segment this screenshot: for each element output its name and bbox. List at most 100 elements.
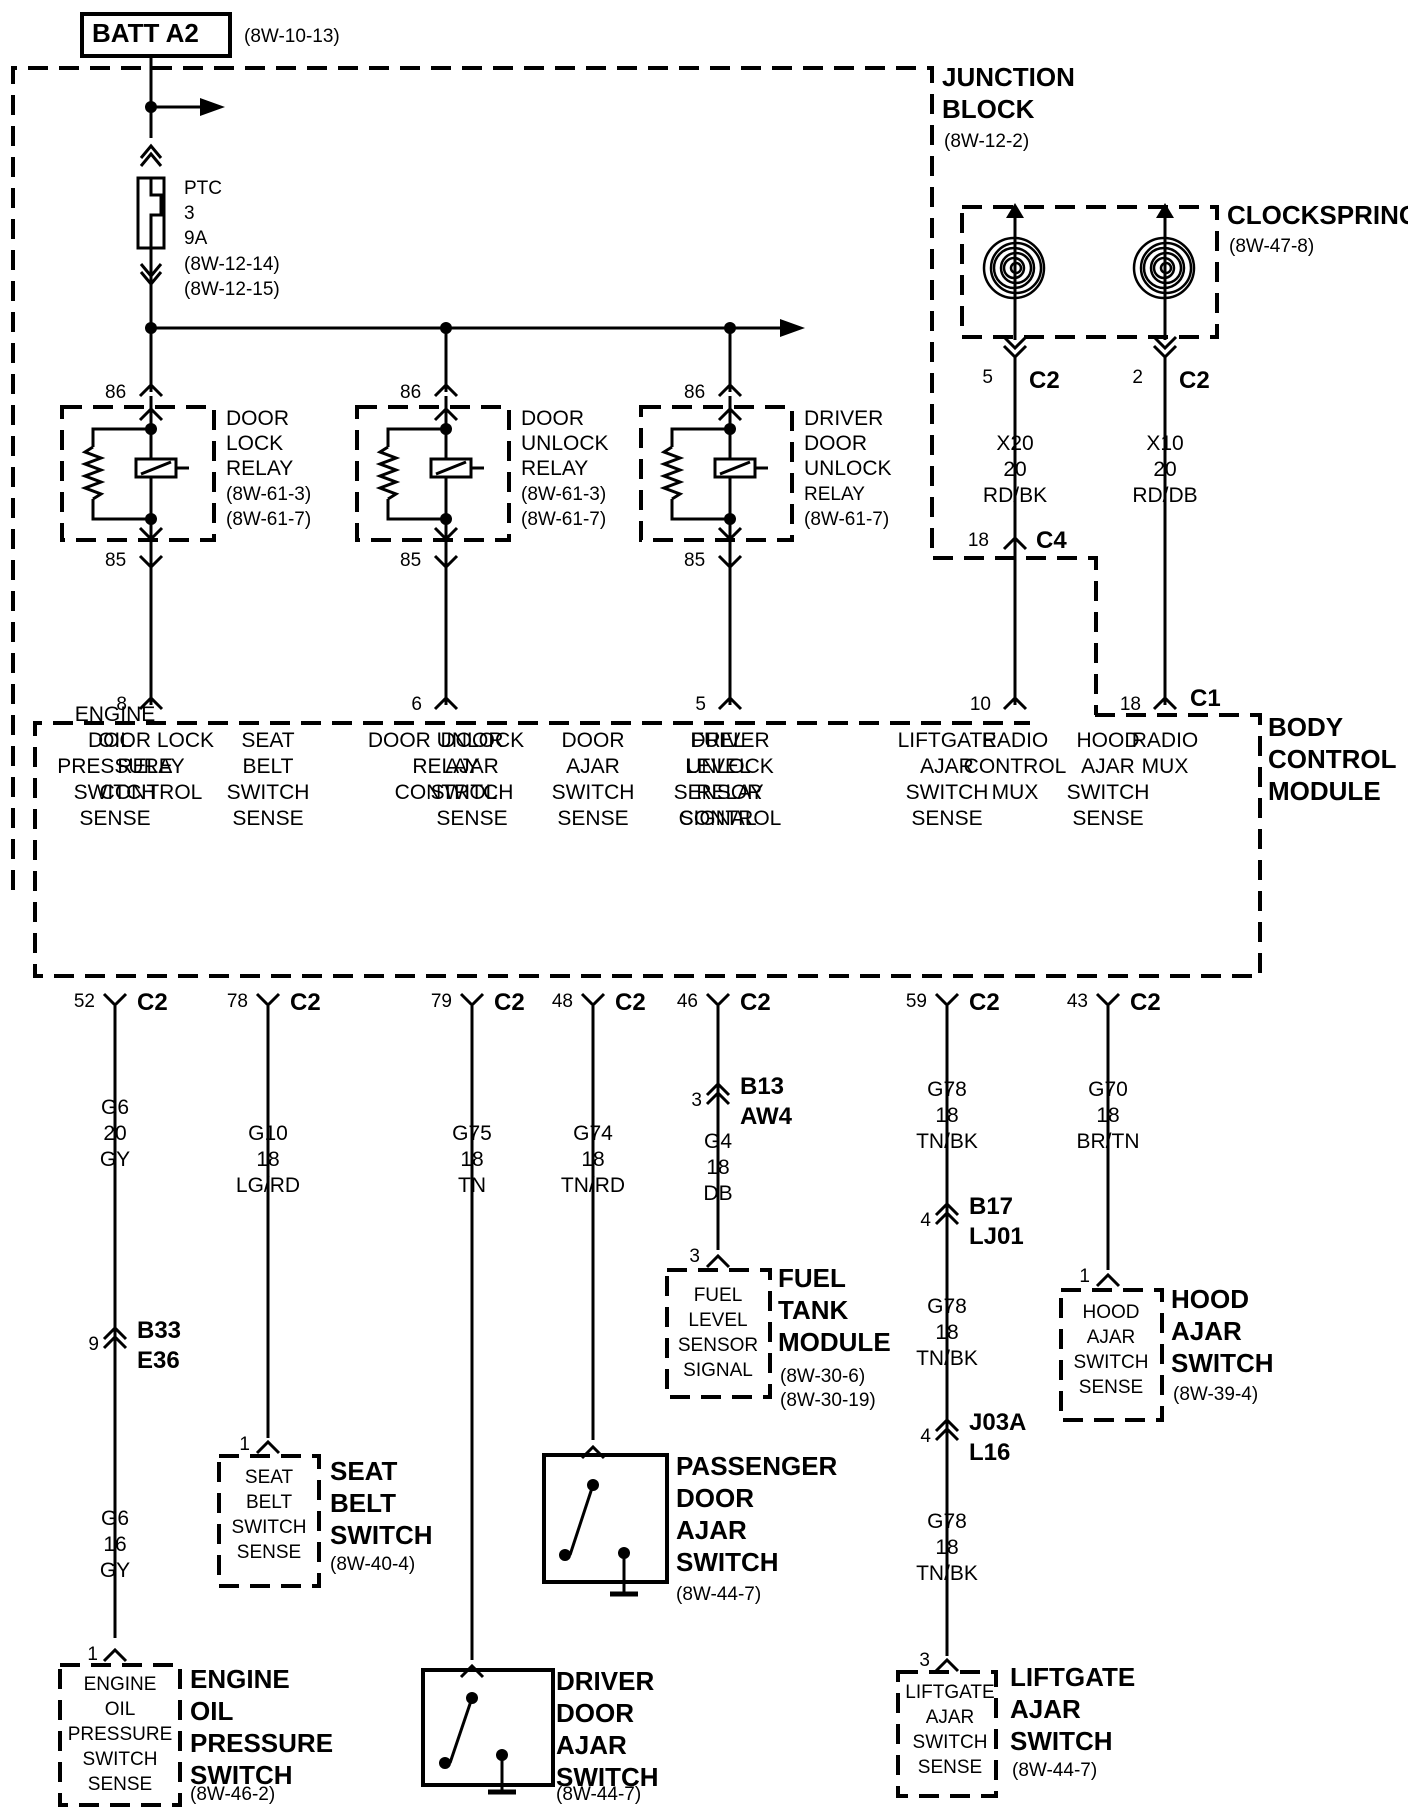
wire-label: G78 <box>927 1078 967 1101</box>
clockspring-coil <box>992 246 1036 290</box>
junction-block-ref: (8W-12-2) <box>944 131 1029 152</box>
wire-label: 18 <box>935 1321 958 1344</box>
component-inner-label: PRESSURE <box>68 1724 173 1745</box>
clockspring-ref: (8W-47-8) <box>1229 236 1314 257</box>
wire-label: G4 <box>704 1130 732 1153</box>
component-ref: (8W-46-2) <box>190 1784 275 1805</box>
connector-terminal <box>580 1444 606 1460</box>
bcm-bottom-connector: C2 <box>494 989 525 1016</box>
bcm-bottom-label: AJAR <box>920 755 974 778</box>
bcm-top-label: CONTROL <box>679 807 782 830</box>
bcm-outline <box>33 713 1262 978</box>
relay-label: DOOR <box>226 407 289 430</box>
connector-terminal <box>717 695 743 711</box>
wire-label: LG/RD <box>236 1174 300 1197</box>
connector-terminal <box>717 382 743 398</box>
bcm-bottom-label: SENSE <box>436 807 507 830</box>
clockspring-coil <box>1149 251 1183 285</box>
bcm-bottom-connector: C2 <box>290 989 321 1016</box>
connector-terminal <box>433 695 459 711</box>
ptc-ref-2: (8W-12-15) <box>184 279 280 300</box>
bcm-bottom-label: SWITCH <box>906 781 989 804</box>
bcm-top-label: RELAY <box>412 755 479 778</box>
component-inner-label: FUEL <box>694 1285 743 1306</box>
bcm-title-1: BODY <box>1268 712 1343 742</box>
component-name: AJAR <box>1171 1316 1242 1346</box>
wire-code: X20 <box>996 432 1033 455</box>
connector-terminal <box>1002 695 1028 711</box>
connector-terminal <box>934 992 960 1008</box>
bcm-bottom-label: LIFTGATE <box>898 729 997 752</box>
bcm-top-label: DRIVER <box>690 729 769 752</box>
connector-terminal <box>1095 1272 1121 1288</box>
bcm-bottom-label: AJAR <box>566 755 620 778</box>
wire-label: TN/BK <box>916 1347 978 1370</box>
component-outline <box>217 1454 321 1588</box>
component-name: PRESSURE <box>190 1728 333 1758</box>
component-inner-label: AJAR <box>1087 1327 1136 1348</box>
component-name: SWITCH <box>556 1762 659 1792</box>
relay-label: (8W-61-3) <box>226 484 311 505</box>
component-name: SEAT <box>330 1456 398 1486</box>
connector-terminal <box>138 382 164 398</box>
clockspring-coil <box>1132 236 1196 300</box>
connector-terminal <box>102 1647 128 1663</box>
connector-terminal <box>138 526 164 542</box>
relay-label: RELAY <box>804 484 865 505</box>
bcm-top-label: DOOR UNLOCK <box>368 729 524 752</box>
relay-resistor-lead <box>670 427 730 447</box>
wire-label: G70 <box>1088 1078 1128 1101</box>
connector-terminal <box>705 1081 731 1097</box>
wire-label: G75 <box>452 1122 492 1145</box>
bcm-bottom-connector: C2 <box>137 989 168 1016</box>
inline-connector: L16 <box>969 1439 1010 1466</box>
relay-resistor <box>375 445 401 501</box>
relay-resistor-lead <box>670 499 730 521</box>
component-inner-label: ENGINE <box>84 1674 157 1695</box>
bcm-bottom-label: SWITCH <box>431 781 514 804</box>
wire-label: G78 <box>927 1295 967 1318</box>
wire-gauge: 20 <box>1153 458 1176 481</box>
clockspring-outline <box>960 205 1219 339</box>
ptc-element <box>149 178 163 248</box>
component-inner-label: HOOD <box>1083 1302 1140 1323</box>
connector-terminal <box>433 382 459 398</box>
connector-terminal <box>102 1334 128 1350</box>
wire-label: GY <box>100 1148 130 1171</box>
connector-terminal <box>138 406 164 422</box>
batt-a2-label: BATT A2 <box>92 18 199 48</box>
switch-contact <box>439 1757 451 1769</box>
bcm-bottom-label: SWITCH <box>552 781 635 804</box>
junction-c4-connector: C4 <box>1036 527 1067 554</box>
bcm-bottom-label: LEVEL <box>685 755 750 778</box>
component-name: DOOR <box>676 1483 754 1513</box>
wire-label: GY <box>100 1559 130 1582</box>
junction-c4-pin: 18 <box>968 530 989 551</box>
relay-resistor <box>80 445 106 501</box>
wire-label: 18 <box>935 1536 958 1559</box>
bcm-top-label: CONTROL <box>395 781 498 804</box>
connector-terminal <box>1095 992 1121 1008</box>
inline-pin: 4 <box>920 1210 931 1231</box>
clockspring-pin: 5 <box>982 367 993 388</box>
bcm-c1-label: C1 <box>1190 685 1221 712</box>
component-name: AJAR <box>676 1515 747 1545</box>
component-name: BELT <box>330 1488 396 1518</box>
bcm-bottom-label: AJAR <box>1081 755 1135 778</box>
clockspring-coil <box>989 241 1043 295</box>
bcm-bottom-pin: 46 <box>677 991 698 1012</box>
relay-resistor-lead <box>91 427 151 447</box>
component-inner-label: SWITCH <box>83 1749 158 1770</box>
bcm-top-label: MUX <box>992 781 1039 804</box>
bcm-bottom-label: SWITCH <box>1067 781 1150 804</box>
connector-terminal <box>102 1325 128 1341</box>
bcm-bottom-label: SENSE <box>79 807 150 830</box>
component-name: TANK <box>778 1295 849 1325</box>
component-inner-label: OIL <box>105 1699 136 1720</box>
driver-door-switch-outline <box>421 1668 555 1787</box>
component-ref: (8W-44-7) <box>556 1784 641 1805</box>
bcm-bottom-pin: 52 <box>74 991 95 1012</box>
ptc-rating: 9A <box>184 228 208 249</box>
component-name: FUEL <box>778 1263 846 1293</box>
component-name: MODULE <box>778 1327 891 1357</box>
